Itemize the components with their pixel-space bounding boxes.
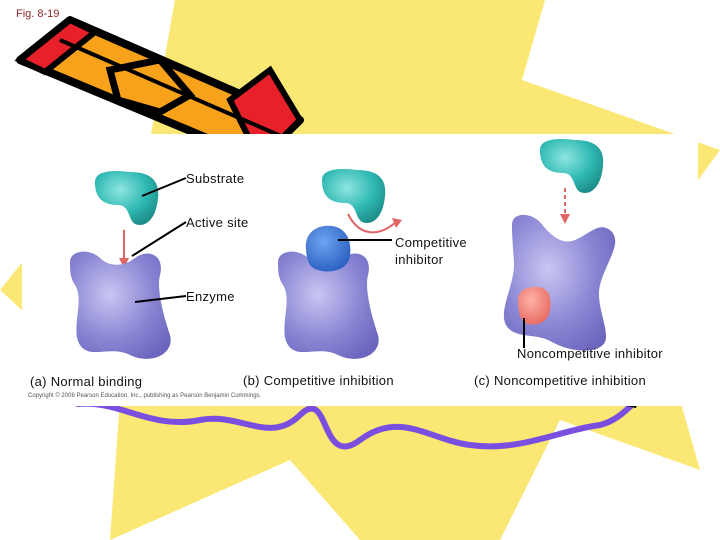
enzyme-shape-a	[70, 251, 171, 359]
caption-c: (c) Noncompetitive inhibition	[474, 373, 646, 388]
caption-b: (b) Competitive inhibition	[243, 373, 394, 388]
enzyme-shape-b	[278, 251, 379, 359]
substrate-label: Substrate	[186, 171, 245, 186]
competitive-inhibitor-shape	[305, 225, 351, 272]
squiggle-decoration	[75, 397, 641, 450]
substrate-shape-b	[322, 169, 386, 223]
substrate-shape-a	[95, 171, 159, 225]
competitive-inhibitor-label-line1: Competitive	[395, 235, 467, 250]
noncompetitive-inhibitor-shape	[518, 286, 551, 325]
enzyme-shape-c	[503, 214, 616, 351]
competitive-inhibitor-label-line2: inhibitor	[395, 252, 444, 267]
figure-number: Fig. 8-19	[16, 8, 60, 20]
active-site-label: Active site	[186, 215, 249, 230]
noncompetitive-inhibitor-label: Noncompetitive inhibitor	[517, 346, 663, 361]
panel-c-noncompetitive-inhibition	[503, 139, 616, 351]
pencil-icon	[14, 16, 304, 166]
enzyme-label: Enzyme	[186, 289, 235, 304]
panel-a-normal-binding	[70, 171, 171, 359]
copyright-notice: Copyright © 2008 Pearson Education, Inc.…	[28, 393, 262, 399]
panel-b-competitive-inhibition	[278, 169, 402, 359]
caption-a: (a) Normal binding	[30, 374, 143, 389]
substrate-shape-c	[540, 139, 604, 193]
